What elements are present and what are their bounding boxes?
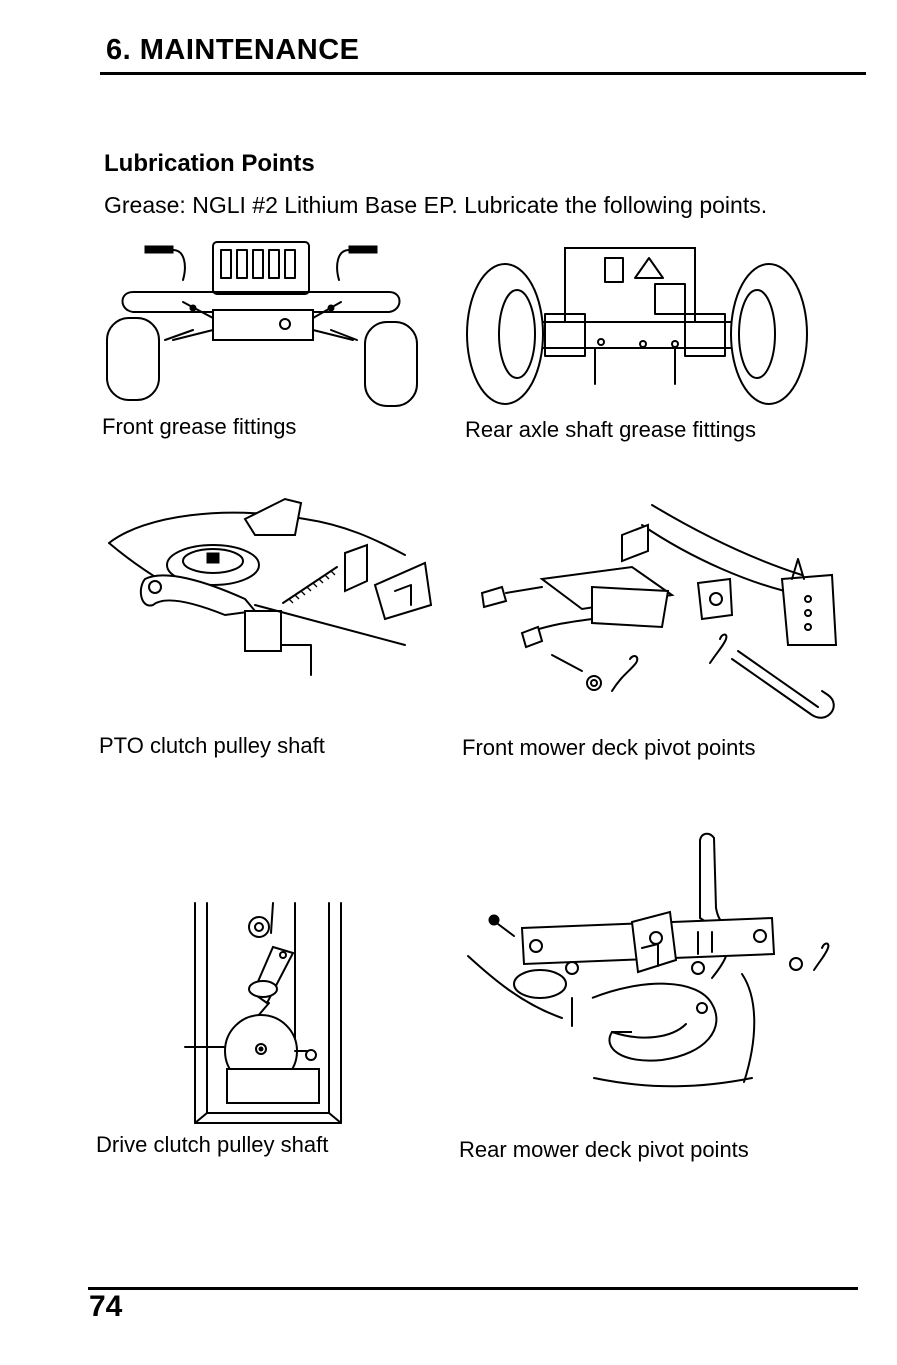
- header-rule: [100, 72, 866, 75]
- pto-clutch-illustration: [105, 495, 435, 680]
- front-deck-pivot-illustration: [462, 495, 842, 725]
- header-title: 6. MAINTENANCE: [106, 34, 360, 67]
- page-number: 74: [89, 1290, 122, 1324]
- caption-rear-axle: Rear axle shaft grease fittings: [465, 417, 756, 443]
- caption-front-grease: Front grease fittings: [102, 414, 296, 440]
- caption-rear-deck-pivot: Rear mower deck pivot points: [459, 1137, 749, 1163]
- caption-drive-clutch: Drive clutch pulley shaft: [96, 1132, 328, 1158]
- intro-text: Grease: NGLI #2 Lithium Base EP. Lubrica…: [104, 192, 767, 219]
- caption-front-deck-pivot: Front mower deck pivot points: [462, 735, 755, 761]
- drive-clutch-illustration: [183, 893, 348, 1128]
- rear-deck-pivot-illustration: [462, 828, 842, 1098]
- front-grease-illustration: [103, 240, 421, 410]
- caption-pto-clutch: PTO clutch pulley shaft: [99, 733, 325, 759]
- footer-rule: [88, 1287, 858, 1290]
- rear-axle-illustration: [465, 244, 810, 409]
- section-heading: Lubrication Points: [104, 150, 315, 178]
